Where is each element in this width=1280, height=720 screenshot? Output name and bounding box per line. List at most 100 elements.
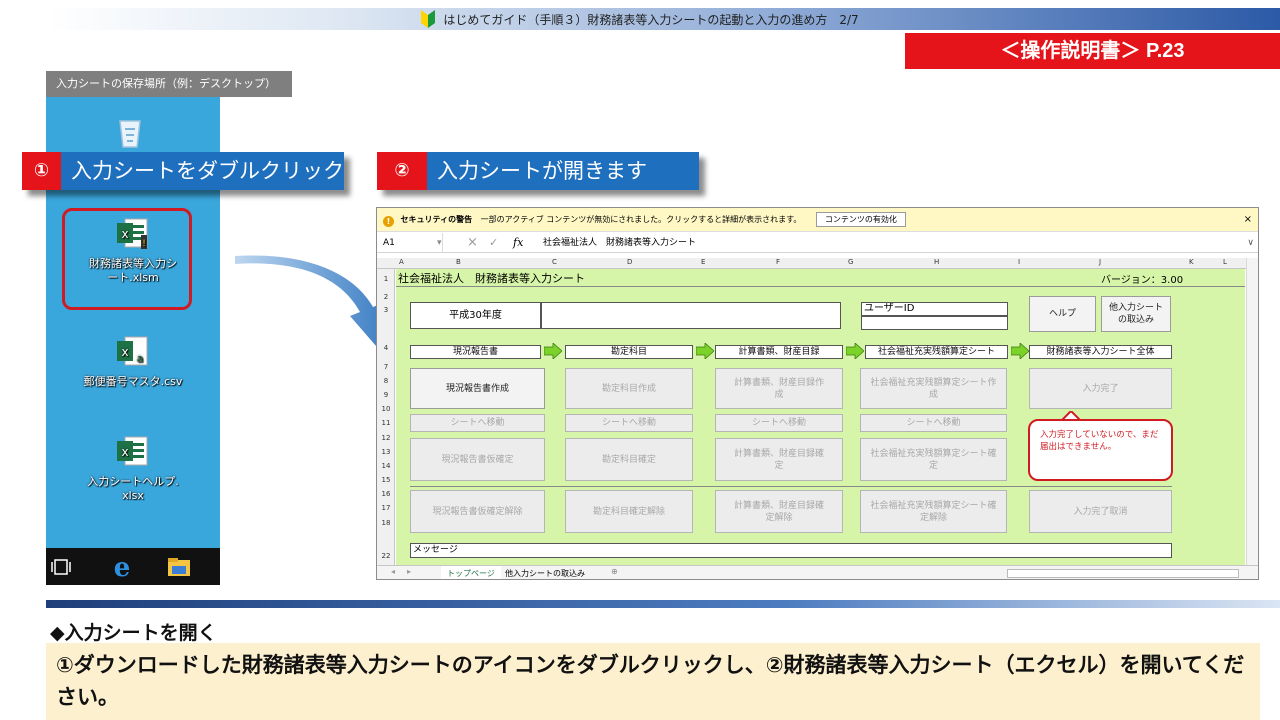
security-text[interactable]: 一部のアクティブ コンテンツが無効にされました。クリックすると詳細が表示されます…	[480, 215, 802, 224]
arrow-right-icon	[696, 343, 714, 359]
step2-text: 入力シートが開きます	[427, 152, 699, 190]
cancel-complete-button[interactable]: 入力完了取消	[1029, 490, 1172, 533]
row-header[interactable]: 12	[381, 434, 391, 442]
file-icon-input-sheet[interactable]: x ! 財務諸表等入力シ ート.xlsm	[46, 217, 220, 285]
row-header[interactable]: 22	[381, 552, 391, 560]
title-row	[396, 269, 1245, 287]
create-accounts-button[interactable]: 勘定科目作成	[565, 368, 693, 409]
import-sheet-button[interactable]: 他入力シートの取込み	[1101, 296, 1171, 332]
col-header[interactable]: B	[456, 258, 461, 266]
file-label-line1: 入力シートヘルプ.	[87, 475, 179, 488]
input-complete-button[interactable]: 入力完了	[1029, 368, 1172, 409]
create-statements-button[interactable]: 計算書類、財産目録作成	[715, 368, 843, 409]
file-explorer-icon[interactable]	[166, 556, 192, 578]
tab-top-page[interactable]: トップページ	[441, 566, 501, 579]
col-header[interactable]: J	[1099, 258, 1102, 266]
row-header[interactable]: 9	[383, 391, 389, 399]
col-header[interactable]: K	[1189, 258, 1194, 266]
col-header[interactable]: H	[934, 258, 940, 266]
formula-bar: A1 ▾ × ✓ fx 社会福祉法人 財務諸表等入力シート ∨	[377, 233, 1258, 253]
formula-input[interactable]: 社会福祉法人 財務諸表等入力シート	[543, 238, 697, 248]
move-to-sheet-button-accounts[interactable]: シートへ移動	[565, 414, 693, 432]
col-header[interactable]: A	[399, 258, 404, 266]
fiscal-year-cell: 平成30年度	[410, 302, 541, 329]
function-icon[interactable]: fx	[513, 236, 524, 249]
col-header[interactable]: F	[776, 258, 781, 266]
file-icon-help-xlsx[interactable]: x 入力シートヘルプ. xlsx	[46, 435, 220, 503]
help-button[interactable]: ヘルプ	[1029, 296, 1096, 332]
tab-scroll-left-icon[interactable]: ◂	[391, 567, 396, 576]
col-header[interactable]: L	[1223, 258, 1227, 266]
file-label-line1: 財務諸表等入力シ	[89, 257, 177, 270]
col-header[interactable]: I	[1018, 258, 1021, 266]
svg-text:x: x	[121, 345, 128, 359]
row-header[interactable]: 17	[381, 504, 391, 512]
flow-step-accounts: 勘定科目	[565, 345, 693, 359]
move-to-sheet-button-surplus[interactable]: シートへ移動	[860, 414, 1007, 432]
step2-callout: ② 入力シートが開きます	[377, 152, 699, 190]
create-surplus-button[interactable]: 社会福祉充実残額算定シート作成	[860, 368, 1007, 409]
csv-file-icon: x a	[117, 336, 148, 366]
add-sheet-icon[interactable]: ⊕	[611, 567, 618, 576]
recycle-bin-icon[interactable]	[110, 111, 150, 151]
excel-file-icon: x !	[117, 218, 148, 249]
confirm-report-button[interactable]: 現況報告書仮確定	[410, 438, 545, 481]
row-header[interactable]: 11	[381, 419, 391, 427]
version-label: バージョン：3.00	[1101, 275, 1184, 286]
name-box[interactable]: A1	[383, 233, 443, 253]
row-header[interactable]: 16	[381, 490, 391, 498]
col-header[interactable]: D	[627, 258, 633, 266]
row-header[interactable]: 13	[381, 448, 391, 456]
row-header[interactable]: 18	[381, 519, 391, 527]
row-header[interactable]: 1	[383, 275, 389, 283]
row-header[interactable]: 10	[381, 405, 391, 413]
edge-browser-icon[interactable]: e	[108, 552, 136, 580]
org-name-cell[interactable]	[541, 302, 841, 329]
move-to-sheet-button-statements[interactable]: シートへ移動	[715, 414, 843, 432]
vertical-scrollbar[interactable]	[1246, 258, 1258, 565]
row-headers: 1 2 3 4 7 8 9 10 11 12 13 14 15 16 17 18…	[377, 269, 395, 565]
row-header[interactable]: 3	[383, 306, 389, 314]
confirm-surplus-button[interactable]: 社会福祉充実残額算定シート確定	[860, 438, 1007, 481]
chevron-down-icon[interactable]: ▾	[437, 238, 442, 248]
selected-file-highlight	[62, 208, 192, 310]
cancel-icon[interactable]: ×	[467, 235, 478, 250]
release-statements-button[interactable]: 計算書類、財産目録確定解除	[715, 490, 843, 533]
file-label-line2: xlsx	[122, 489, 144, 502]
row-header[interactable]: 4	[383, 344, 389, 352]
step1-number: ①	[22, 152, 61, 190]
row-header[interactable]: 7	[383, 363, 389, 371]
sheet-title: 社会福祉法人 財務諸表等入力シート	[398, 272, 585, 285]
sheet-tab-bar: ◂ ▸ トップページ 他入力シートの取込み ⊕	[377, 565, 1258, 579]
enable-content-button[interactable]: コンテンツの有効化	[815, 212, 906, 227]
release-surplus-button[interactable]: 社会福祉充実残額算定シート確定解除	[860, 490, 1007, 533]
release-report-button[interactable]: 現況報告書仮確定解除	[410, 490, 545, 533]
confirm-accounts-button[interactable]: 勘定科目確定	[565, 438, 693, 481]
row-header[interactable]: 14	[381, 462, 391, 470]
release-accounts-button[interactable]: 勘定科目確定解除	[565, 490, 693, 533]
horizontal-scrollbar[interactable]	[1007, 569, 1239, 578]
row-header[interactable]: 15	[381, 476, 391, 484]
file-icon-postal-csv[interactable]: x a 郵便番号マスタ.csv	[46, 335, 220, 389]
col-header[interactable]: G	[848, 258, 854, 266]
confirm-statements-button[interactable]: 計算書類、財産目録確定	[715, 438, 843, 481]
header-bar	[46, 8, 1280, 30]
step1-text: 入力シートをダブルクリック	[61, 152, 344, 190]
tab-import[interactable]: 他入力シートの取込み	[505, 569, 585, 578]
col-header[interactable]: E	[701, 258, 706, 266]
arrow-right-icon	[544, 343, 562, 359]
expand-icon[interactable]: ∨	[1247, 238, 1254, 248]
column-headers: A B C D E F G H I J K L	[377, 258, 1258, 269]
create-report-button[interactable]: 現況報告書作成	[410, 368, 545, 409]
row-header[interactable]: 2	[383, 293, 389, 301]
user-id-input[interactable]	[861, 316, 1008, 330]
task-view-icon[interactable]	[50, 558, 72, 576]
row-header[interactable]: 8	[383, 377, 389, 385]
tab-scroll-right-icon[interactable]: ▸	[407, 567, 412, 576]
move-to-sheet-button-report[interactable]: シートへ移動	[410, 414, 545, 432]
close-icon[interactable]: ×	[1243, 214, 1252, 225]
flow-step-report: 現況報告書	[410, 345, 541, 359]
col-header[interactable]: C	[552, 258, 557, 266]
enter-icon[interactable]: ✓	[489, 236, 499, 249]
